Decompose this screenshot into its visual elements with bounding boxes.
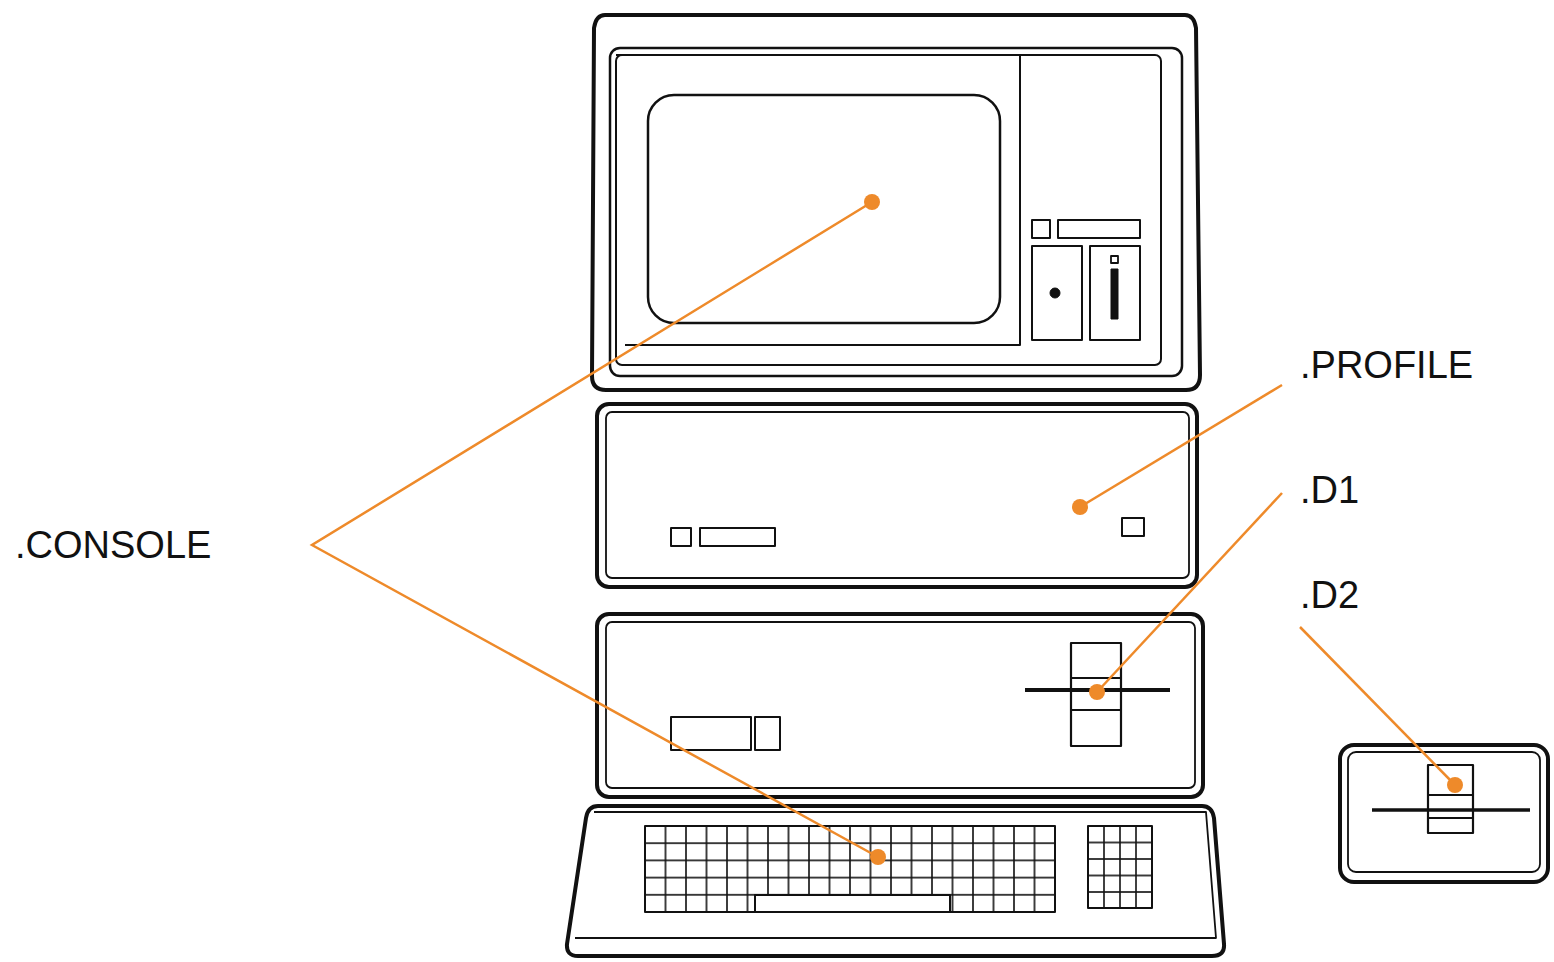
part-label: .D1 bbox=[1300, 471, 1359, 509]
profile-drive bbox=[597, 404, 1197, 587]
part-label: .D2 bbox=[1300, 576, 1359, 614]
leader-lines bbox=[312, 202, 1455, 857]
monitor bbox=[592, 15, 1200, 390]
part-label: .CONSOLE bbox=[15, 526, 211, 564]
part-label: .PROFILE bbox=[1300, 346, 1473, 384]
main-unit bbox=[597, 614, 1203, 797]
leader-dots bbox=[864, 194, 1463, 865]
external-drive bbox=[1340, 745, 1548, 882]
keyboard bbox=[567, 806, 1224, 956]
